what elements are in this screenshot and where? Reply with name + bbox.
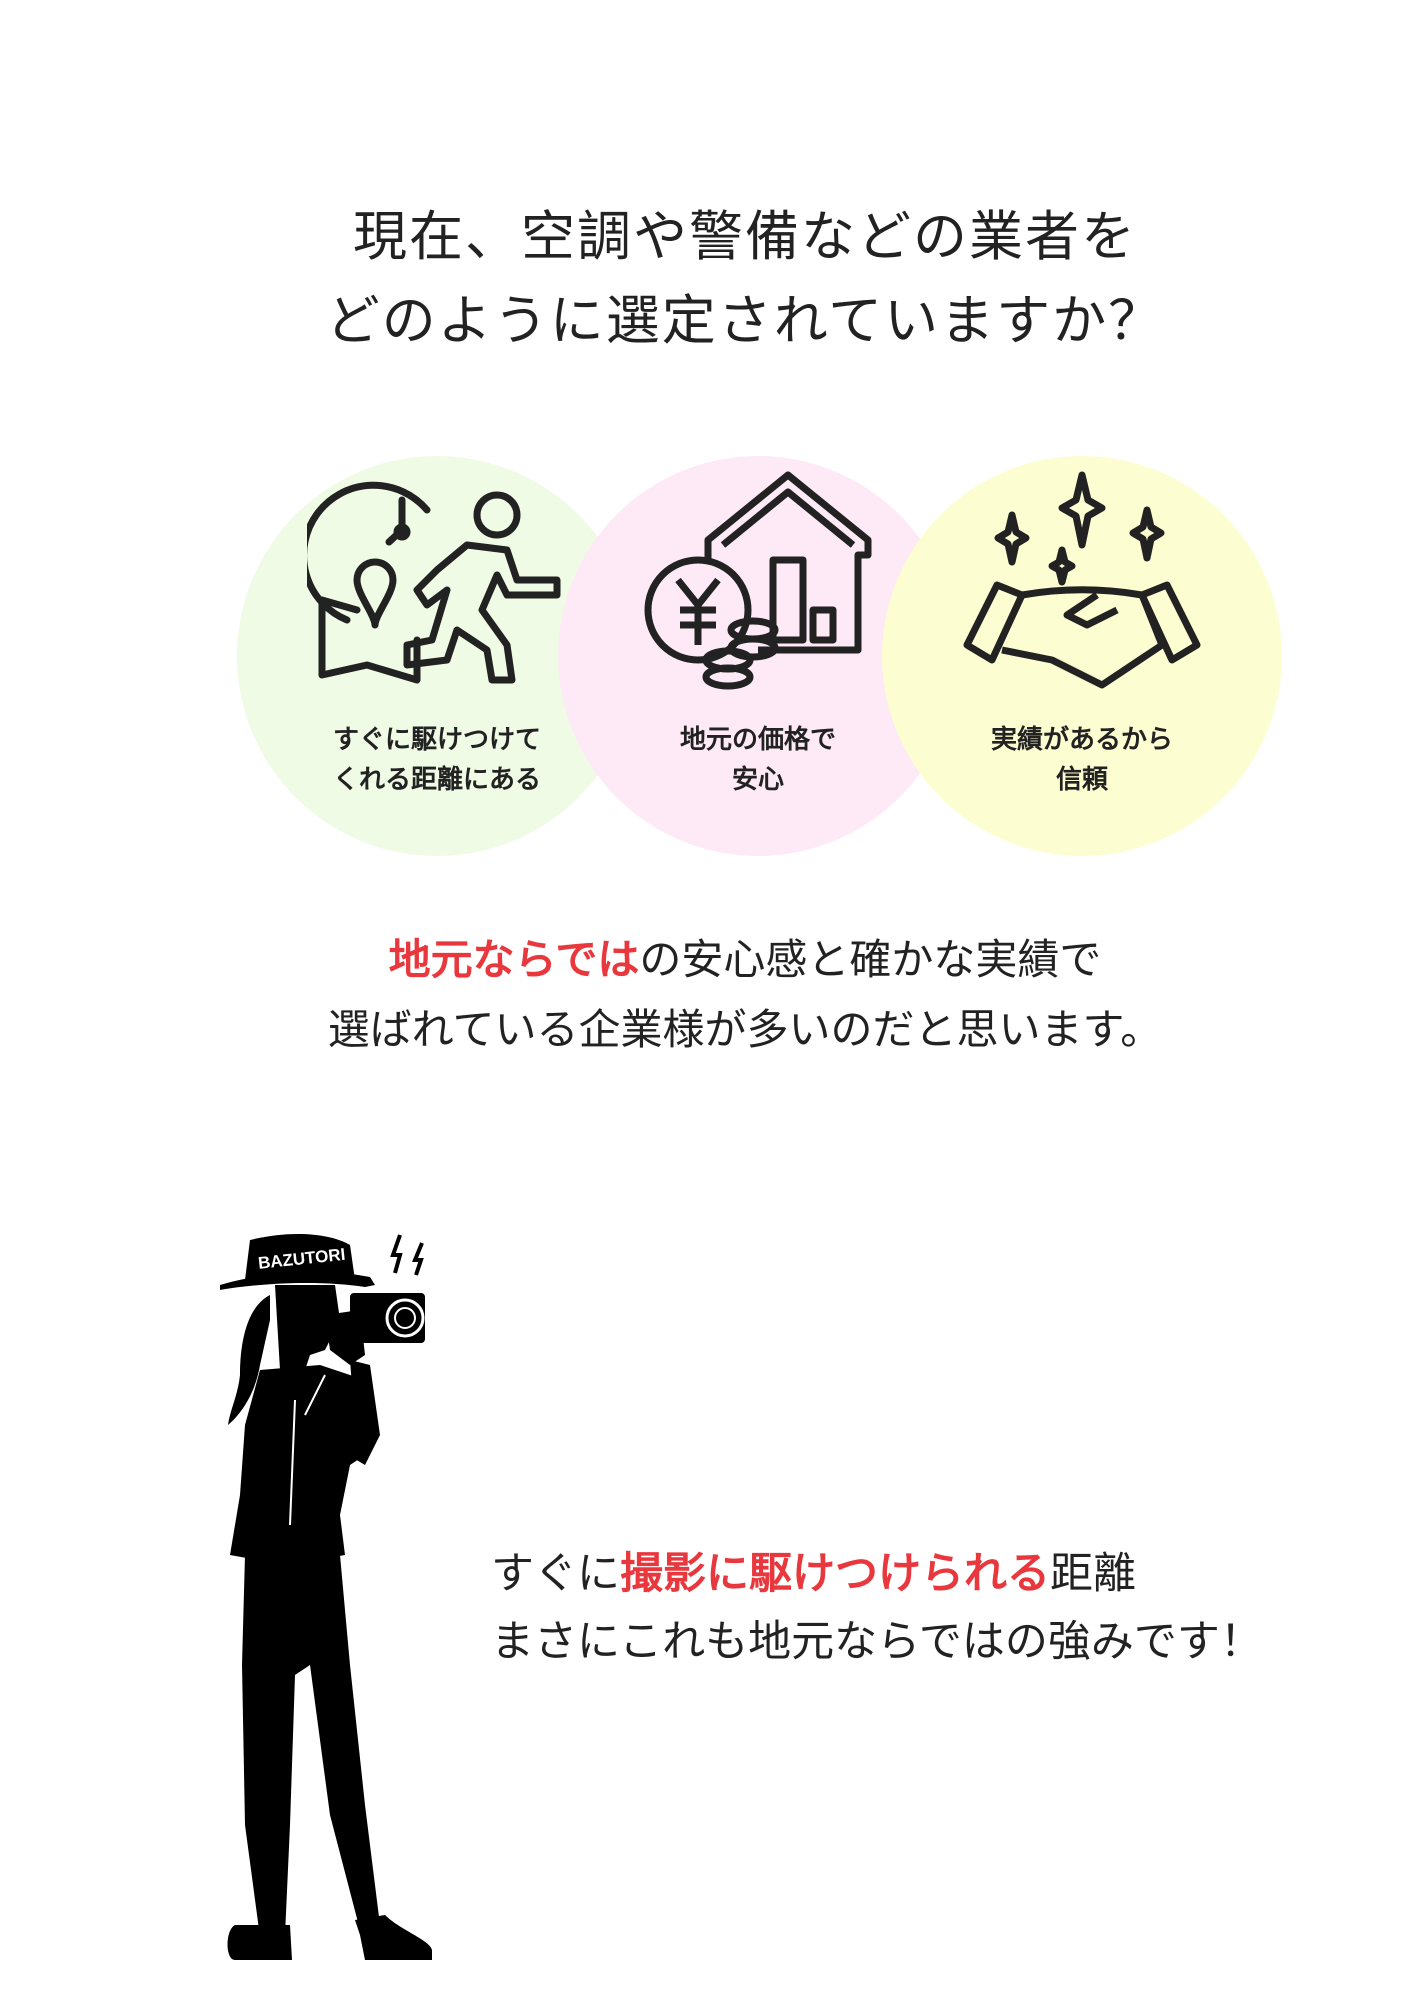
reason-label-trust: 実績があるから 信頼 [882,720,1282,800]
summary-text-rest: の安心感と確かな実績で [639,935,1102,984]
summary-text: 地元ならではの安心感と確かな実績で 選ばれている企業様が多いのだと思います。 [0,925,1414,1065]
handshake-sparkles-icon [963,471,1201,689]
reason-label-price: 地元の価格で 安心 [558,720,958,800]
closing-pre: すぐに [491,1549,620,1599]
title-line-2: どのように選定されていますか？ [325,289,1165,352]
page-title: 現在、空調や警備などの業者を どのように選定されていますか？ [0,195,1414,363]
summary-highlight: 地元ならでは [388,935,640,984]
closing-text: すぐに撮影に駆けつけられる距離 まさにこれも地元ならではの強みです！ [491,1540,1263,1676]
summary-line-1: 地元ならではの安心感と確かな実績で [0,925,1414,995]
house-yen-coins-icon [644,471,872,690]
reason-label-line: 地元の価格で [679,725,836,755]
summary-line-2: 選ばれている企業様が多いのだと思います。 [327,1005,1163,1054]
reason-label-line: くれる距離にある [332,765,541,795]
reason-label-line: 安心 [731,765,784,795]
closing-line-2: まさにこれも地元ならではの強みです！ [491,1617,1263,1667]
closing-line-1: すぐに撮影に駆けつけられる距離 [491,1540,1263,1608]
closing-post: 距離 [1050,1549,1136,1599]
reason-label-line: 信頼 [1055,765,1108,795]
closing-highlight: 撮影に駆けつけられる [620,1549,1050,1599]
title-line-1: 現在、空調や警備などの業者を [353,205,1137,268]
reason-label-line: 実績があるから [990,725,1173,755]
photographer-silhouette-illustration: BAZUTORI [220,1233,432,1960]
reason-label-line: すぐに駆けつけて [332,725,541,755]
reason-label-distance: すぐに駆けつけて くれる距離にある [237,720,637,800]
reason-circle-trust [882,456,1282,856]
running-person-clock-map-icon [307,481,561,684]
